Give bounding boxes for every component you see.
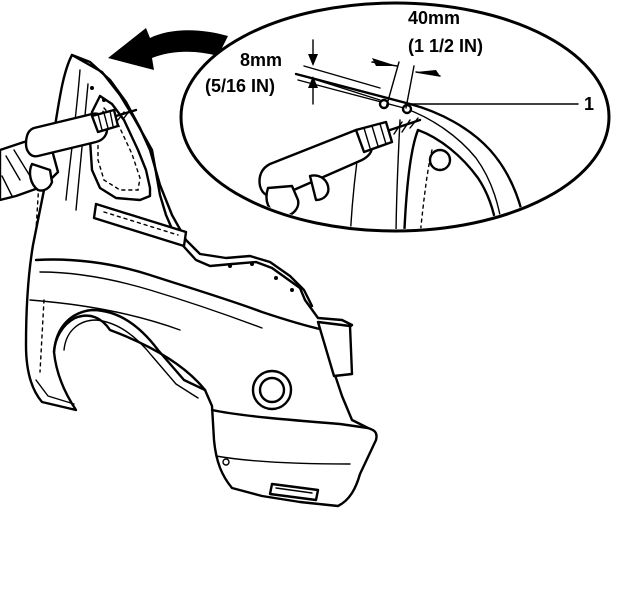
hole-spacing-in-label: (1 1/2 IN) (408, 36, 483, 56)
quarter-panel (24, 53, 378, 508)
edge-offset-in-label: (5/16 IN) (205, 76, 275, 96)
curved-direction-arrow (108, 28, 228, 70)
detail-view-ellipse (179, 1, 611, 233)
edge-offset-mm-label: 8mm (240, 50, 282, 70)
drill-tool-main (0, 108, 138, 202)
hole-spacing-mm-label: 40mm (408, 8, 460, 28)
dimension-annotations (303, 39, 579, 109)
callout-number-label: 1 (584, 94, 594, 114)
